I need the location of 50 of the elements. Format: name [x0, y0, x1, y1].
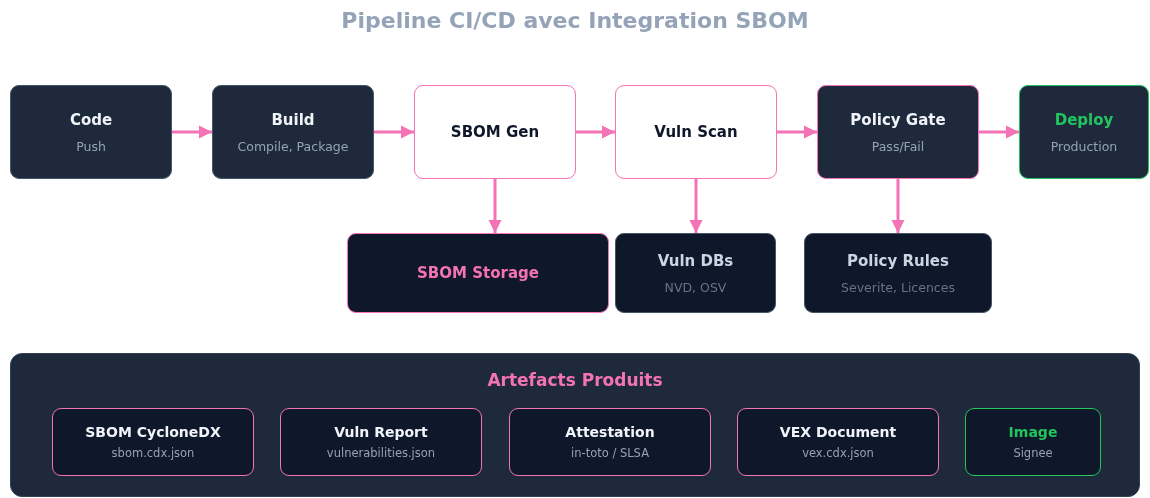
arrow	[689, 179, 703, 233]
node-title: SBOM CycloneDX	[85, 424, 221, 440]
process-box	[804, 233, 992, 313]
arrow	[777, 125, 817, 139]
node-subtitle: Push	[76, 138, 106, 154]
node-subtitle: vulnerabilities.json	[326, 446, 436, 460]
process-box	[615, 233, 776, 313]
process-box	[347, 233, 609, 313]
arrow	[374, 125, 414, 139]
process-box	[615, 85, 777, 179]
node-subtitle: in-toto / SLSA	[571, 446, 649, 460]
process-box	[414, 85, 576, 179]
process-box	[10, 85, 172, 179]
node-subtitle: vex.cdx.json	[802, 446, 874, 460]
node-subtitle: NVD, OSV	[664, 279, 727, 295]
node-subtitle: Compile, Package	[237, 138, 349, 154]
artifact-card	[52, 408, 254, 476]
node-title: SBOM Gen	[450, 123, 540, 141]
node-title: SBOM Storage	[417, 264, 539, 282]
node-title: VEX Document	[779, 424, 897, 440]
node-title: Policy Gate	[850, 110, 946, 129]
arrow	[488, 179, 502, 233]
node-title: Attestation	[565, 424, 655, 440]
node-title: Deploy	[1054, 110, 1114, 129]
node-subtitle: Pass/Fail	[871, 138, 925, 154]
node-title: Image	[1008, 424, 1058, 440]
artifacts-panel	[10, 353, 1140, 497]
process-box	[1019, 85, 1149, 179]
node-title: Vuln Report	[334, 424, 428, 440]
arrow	[891, 179, 905, 233]
node-title: Build	[271, 110, 315, 129]
node-title: Artefacts Produits	[487, 370, 663, 390]
arrow	[979, 125, 1019, 139]
node-subtitle: Production	[1050, 138, 1118, 154]
node-subtitle: sbom.cdx.json	[111, 446, 195, 460]
node-title: Vuln Scan	[654, 123, 738, 141]
node-title: Policy Rules	[847, 251, 949, 270]
artifact-card	[965, 408, 1101, 476]
diagram-title: Pipeline CI/CD avec Integration SBOM	[340, 8, 810, 33]
artifact-card	[737, 408, 939, 476]
node-subtitle: Severite, Licences	[841, 279, 955, 295]
process-box	[212, 85, 374, 179]
process-box	[817, 85, 979, 179]
node-subtitle: Signee	[1013, 446, 1053, 460]
artifact-card	[280, 408, 482, 476]
node-title: Code	[69, 110, 113, 129]
arrow	[172, 125, 212, 139]
arrow	[576, 125, 615, 139]
artifact-card	[509, 408, 711, 476]
node-title: Vuln DBs	[657, 251, 734, 270]
